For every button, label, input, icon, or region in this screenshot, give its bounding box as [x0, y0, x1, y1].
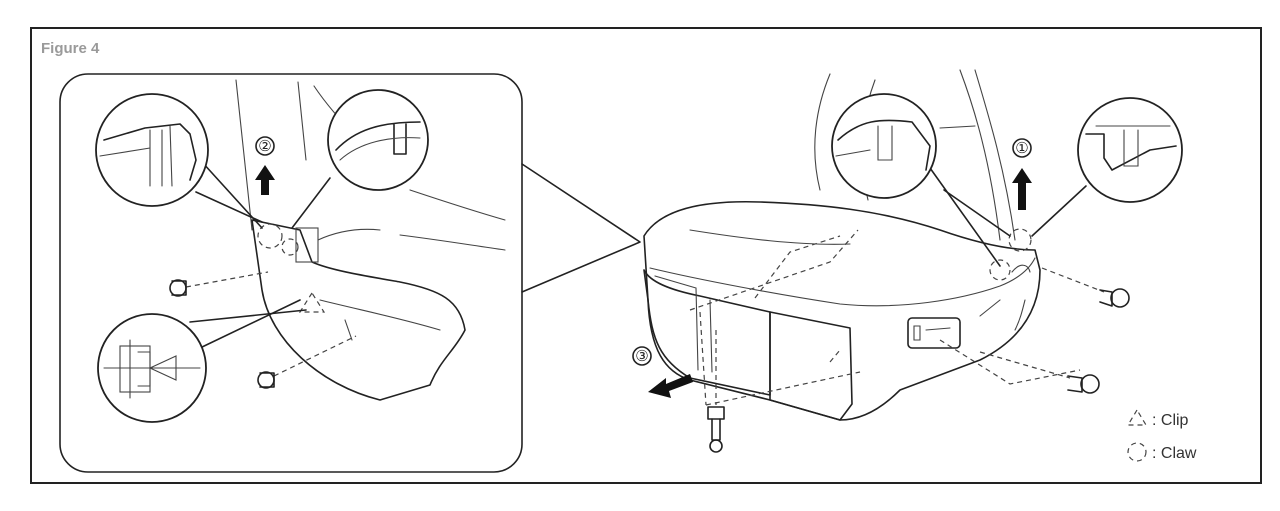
- figure-title: Figure 4: [41, 40, 100, 57]
- claw-circle-icon: [1127, 442, 1147, 462]
- legend: : Clip : Claw: [1126, 408, 1197, 462]
- clip-detail-lens: [97, 299, 307, 423]
- claw-detail-lens: [291, 89, 429, 229]
- step-2-label: ②: [258, 138, 271, 155]
- step-2-arrow: [255, 165, 275, 195]
- step-3-label: ③: [635, 348, 648, 365]
- screw-icon: [169, 271, 269, 297]
- step-1-label: ①: [1015, 140, 1028, 157]
- screw-icon: [1041, 267, 1130, 308]
- legend-claw-label: : Claw: [1152, 445, 1197, 462]
- seat-cushion-main-view: ③ ①: [632, 69, 1183, 453]
- claw-detail-lens: [831, 93, 1011, 267]
- step-1-arrow: [1012, 168, 1032, 210]
- left-detail-panel: ②: [59, 73, 641, 473]
- claw-detail-lens: [1031, 97, 1183, 237]
- claw-detail-lens: [95, 93, 263, 229]
- screw-icon: [707, 330, 725, 453]
- step-3-arrow: [648, 374, 693, 398]
- screw-icon: [979, 351, 1100, 394]
- legend-clip-label: : Clip: [1152, 412, 1189, 429]
- screw-icon: [257, 335, 357, 389]
